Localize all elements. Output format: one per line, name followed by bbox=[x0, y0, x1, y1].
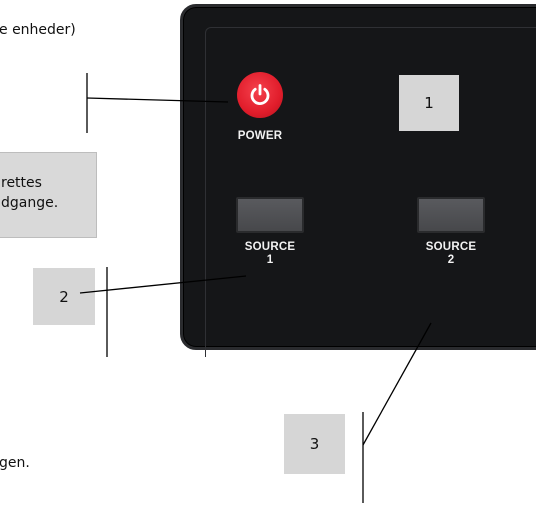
device-inner-frame bbox=[205, 27, 536, 357]
source-2-button[interactable] bbox=[417, 197, 485, 233]
source-1-label: SOURCE 1 bbox=[232, 241, 308, 267]
leader-3-line bbox=[362, 322, 432, 446]
source-2-label-line-1: SOURCE bbox=[425, 241, 477, 253]
doc-text-bottom-fragment: gen. bbox=[0, 455, 30, 471]
callout-1: 1 bbox=[399, 75, 459, 131]
source-2-label: SOURCE 2 bbox=[413, 241, 489, 267]
doc-text-top-fragment: e enheder) bbox=[0, 22, 76, 38]
leader-2-line bbox=[79, 275, 247, 294]
source-1-label-line-1: SOURCE bbox=[244, 241, 296, 253]
note-box-line-1: rettes bbox=[1, 175, 42, 191]
power-label: POWER bbox=[237, 130, 283, 142]
source-2-label-line-2: 2 bbox=[447, 254, 455, 266]
callout-2: 2 bbox=[33, 268, 95, 325]
note-box: rettes dgange. bbox=[0, 152, 97, 238]
power-icon bbox=[250, 84, 270, 105]
leader-1-line bbox=[86, 97, 229, 103]
power-button[interactable] bbox=[237, 72, 283, 118]
device-panel bbox=[180, 4, 536, 357]
callout-3: 3 bbox=[284, 414, 345, 474]
source-1-button[interactable] bbox=[236, 197, 304, 233]
note-box-line-2: dgange. bbox=[1, 195, 59, 211]
source-1-label-line-2: 1 bbox=[266, 254, 274, 266]
